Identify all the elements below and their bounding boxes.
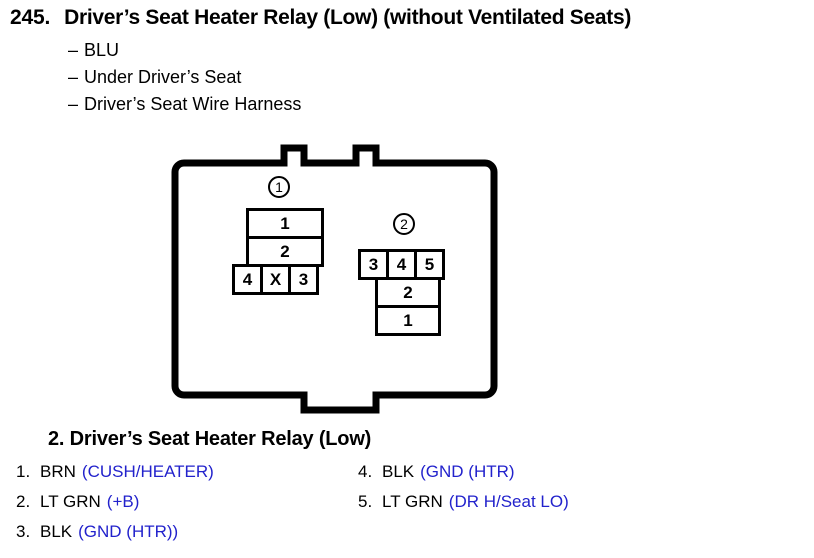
detail-text: Under Driver’s Seat [84, 67, 242, 87]
legend-wire-color: BLK [382, 462, 415, 481]
dash-marker: – [68, 40, 79, 60]
pin-cell: 4 [232, 264, 263, 295]
title-number: 245. [10, 6, 51, 29]
connector-housing-outline [171, 144, 498, 414]
legend-wire-color: LT GRN [40, 492, 101, 511]
connector-1-stack: 1 2 [246, 208, 324, 267]
pin-cell: 5 [414, 249, 445, 280]
title-text: Driver’s Seat Heater Relay (Low) (withou… [64, 6, 632, 29]
connector-2-pinmap: 3 4 5 2 1 [358, 249, 445, 336]
pin-cell: 2 [375, 277, 441, 308]
legend-wire-color: BRN [40, 462, 76, 481]
dash-marker: – [68, 94, 79, 114]
pin-cell: 1 [375, 305, 441, 336]
detail-text: Driver’s Seat Wire Harness [84, 94, 302, 114]
legend-index: 4. [358, 462, 373, 481]
connector-1-row: 4 X 3 [232, 264, 324, 295]
pin-cell: 4 [386, 249, 417, 280]
callout-connector-1: 1 [268, 176, 290, 198]
legend-circuit-name: (+B) [106, 492, 140, 511]
legend-circuit-name: (GND (HTR) [420, 462, 515, 481]
header-detail-list: – BLU – Under Driver’s Seat – Driver’s S… [68, 40, 301, 121]
pin-cell: 3 [358, 249, 389, 280]
pin-cell: 2 [246, 236, 324, 267]
legend-index: 5. [358, 492, 373, 511]
legend-column-left: 1. BRN (CUSH/HEATER) 2. LT GRN (+B) 3. B… [16, 462, 214, 552]
legend-index: 1. [16, 462, 31, 481]
list-item: – Under Driver’s Seat [68, 67, 301, 94]
page-title: 245. Driver’s Seat Heater Relay (Low) (w… [10, 6, 631, 30]
dash-marker: – [68, 67, 79, 87]
legend-row: 5. LT GRN (DR H/Seat LO) [358, 492, 569, 522]
detail-text: BLU [84, 40, 120, 60]
connector-2-row: 3 4 5 [358, 249, 445, 280]
connector-2-stack: 2 1 [375, 277, 442, 336]
legend-row: 2. LT GRN (+B) [16, 492, 214, 522]
legend-row: 3. BLK (GND (HTR)) [16, 522, 214, 552]
legend-row: 1. BRN (CUSH/HEATER) [16, 462, 214, 492]
connector-1-pinmap: 1 2 4 X 3 [232, 208, 324, 295]
legend-row: 4. BLK (GND (HTR) [358, 462, 569, 492]
pin-cell-blank: X [260, 264, 291, 295]
legend-circuit-name: (GND (HTR)) [78, 522, 179, 541]
callout-connector-2: 2 [393, 213, 415, 235]
legend-circuit-name: (DR H/Seat LO) [448, 492, 569, 511]
connector-diagram: 1 2 1 2 4 X 3 3 4 5 2 1 [160, 132, 520, 417]
legend-index: 3. [16, 522, 31, 541]
list-item: – BLU [68, 40, 301, 67]
list-item: – Driver’s Seat Wire Harness [68, 94, 301, 121]
legend-circuit-name: (CUSH/HEATER) [81, 462, 214, 481]
legend-column-right: 4. BLK (GND (HTR) 5. LT GRN (DR H/Seat L… [358, 462, 569, 522]
legend-title: 2. Driver’s Seat Heater Relay (Low) [48, 428, 372, 450]
pin-cell: 1 [246, 208, 324, 239]
legend-wire-color: LT GRN [382, 492, 443, 511]
legend-wire-color: BLK [40, 522, 73, 541]
legend-index: 2. [16, 492, 31, 511]
pin-cell: 3 [288, 264, 319, 295]
